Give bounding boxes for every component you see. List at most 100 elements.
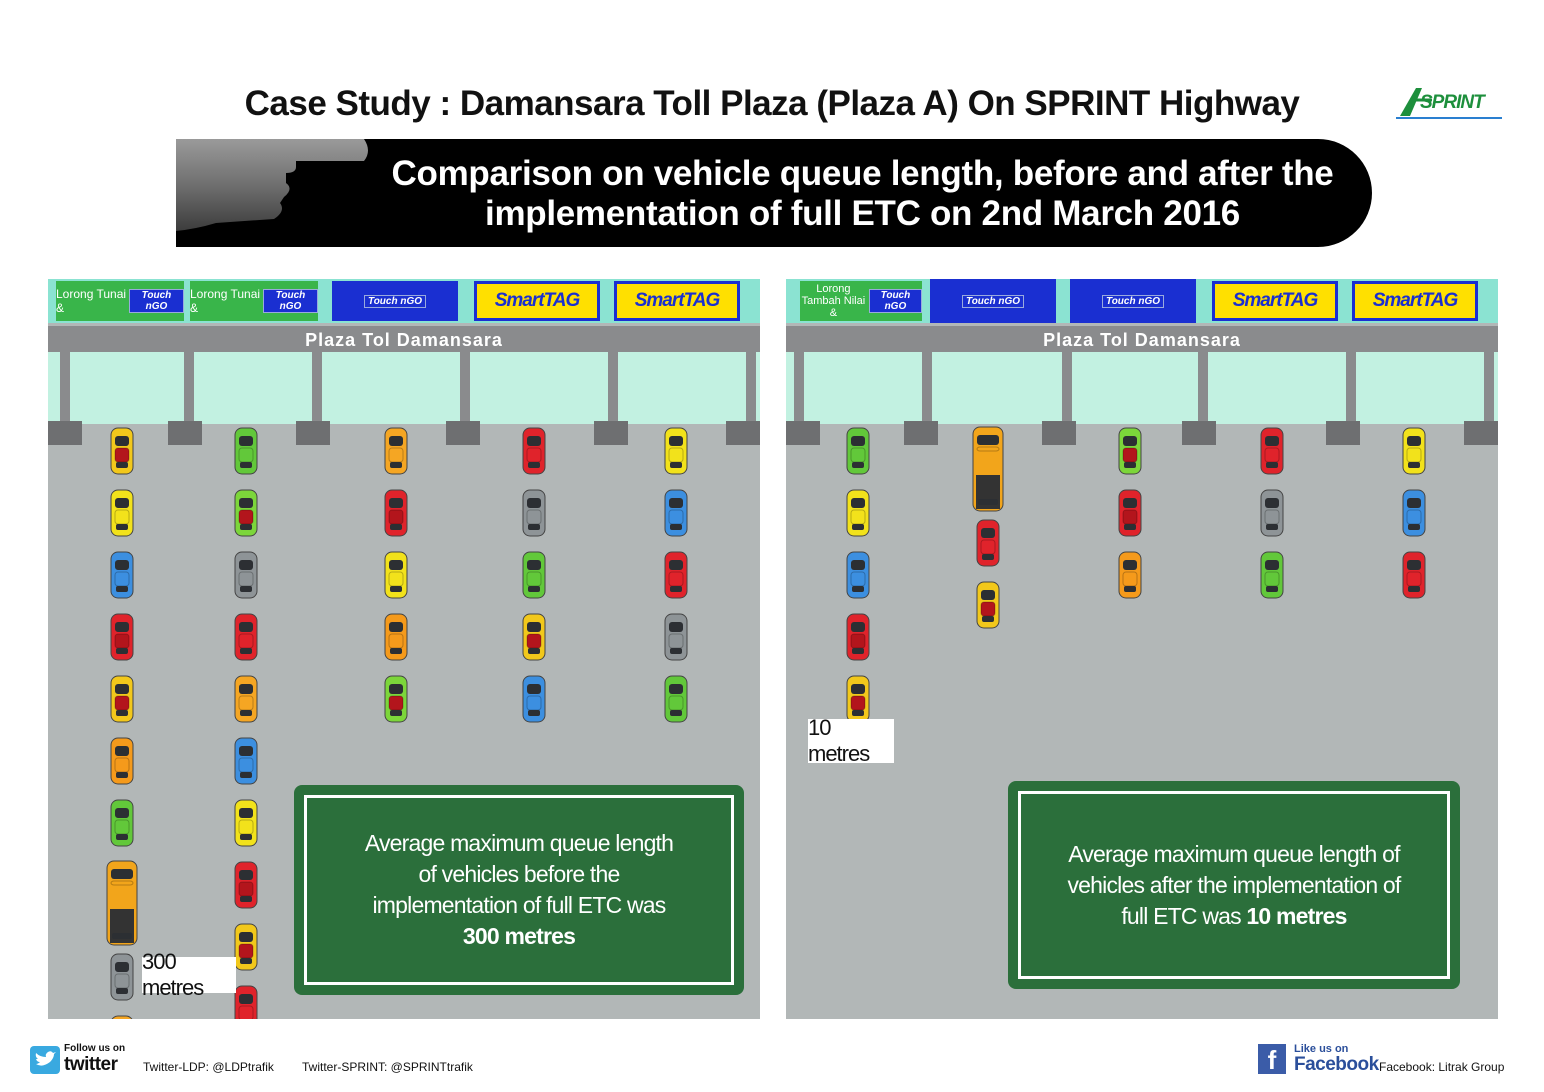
caption-line: implementation of full ETC was bbox=[372, 892, 666, 918]
smarttag-text: SmartTAG bbox=[634, 290, 721, 311]
vehicle-green-pickup bbox=[234, 489, 258, 537]
vehicle-gray bbox=[664, 613, 688, 661]
touch-n-go-badge: Touch nGO bbox=[363, 294, 427, 308]
touch-n-go-badge: Touch nGO bbox=[262, 289, 318, 313]
lane-sign-1: Lorong Tambah Nilai & Touch nGO bbox=[800, 281, 922, 321]
facebook-icon[interactable]: f bbox=[1258, 1044, 1286, 1075]
smarttag-text: SmartTAG bbox=[1232, 290, 1319, 311]
vehicle-red-pickup bbox=[846, 613, 870, 661]
pillar bbox=[922, 352, 932, 424]
queue-length-label: 10 metres bbox=[808, 715, 894, 766]
pillar bbox=[460, 352, 470, 424]
touch-n-go-badge: Touch nGO bbox=[128, 289, 184, 313]
vehicle-red bbox=[1260, 427, 1284, 475]
vehicle-green-pickup bbox=[384, 675, 408, 723]
caption-frame: Average maximum queue length of vehicles… bbox=[304, 795, 734, 985]
caption-value: 10 metres bbox=[1246, 902, 1347, 929]
vehicle-gray bbox=[1260, 489, 1284, 537]
vehicle-red-pickup bbox=[384, 489, 408, 537]
vehicle-yellow-cab bbox=[846, 675, 870, 723]
smarttag-text: SmartTAG bbox=[1372, 290, 1459, 311]
subtitle-line-2: implementation of full ETC on 2nd March … bbox=[485, 194, 1240, 233]
touch-n-go-badge: Touch nGO bbox=[868, 289, 922, 313]
booth-base bbox=[1464, 421, 1498, 445]
vehicle-red-pickup bbox=[110, 613, 134, 661]
pillar bbox=[1198, 352, 1208, 424]
caption-frame: Average maximum queue length of vehicles… bbox=[1018, 791, 1450, 979]
vehicle-orange bbox=[384, 613, 408, 661]
vehicle-green bbox=[110, 799, 134, 847]
vehicle-green bbox=[522, 551, 546, 599]
subtitle-line-1: Comparison on vehicle queue length, befo… bbox=[391, 154, 1334, 193]
plaza-name: Plaza Tol Damansara bbox=[48, 326, 760, 355]
vehicle-yellow bbox=[846, 489, 870, 537]
vehicle-orange bbox=[1118, 551, 1142, 599]
vehicle-yellow bbox=[384, 551, 408, 599]
vehicle-gray bbox=[234, 551, 258, 599]
vehicle-red-pickup bbox=[1118, 489, 1142, 537]
subtitle: Comparison on vehicle queue length, befo… bbox=[370, 154, 1355, 234]
lane-sign-2: Lorong Tunai & Touch nGO bbox=[190, 281, 318, 321]
vehicle-red bbox=[664, 551, 688, 599]
booth-base bbox=[1182, 421, 1216, 445]
vehicle-yellow-cab bbox=[976, 581, 1000, 629]
twitter-bird-icon[interactable] bbox=[30, 1046, 60, 1074]
vehicle-yellow-cab bbox=[110, 427, 134, 475]
caption-line: vehicles after the implementation of bbox=[1067, 871, 1401, 898]
booth-base bbox=[1042, 421, 1076, 445]
vehicle-green bbox=[1260, 551, 1284, 599]
vehicle-queue-after bbox=[846, 426, 1426, 723]
vehicle-green bbox=[846, 427, 870, 475]
vehicle-gray bbox=[522, 489, 546, 537]
vehicle-red bbox=[234, 613, 258, 661]
toll-booth-zone bbox=[48, 352, 760, 424]
caption-value: 300 metres bbox=[462, 923, 576, 949]
vehicle-blue bbox=[110, 551, 134, 599]
plaza-name: Plaza Tol Damansara bbox=[786, 326, 1498, 355]
vehicle-green bbox=[234, 427, 258, 475]
vehicle-red bbox=[1402, 551, 1426, 599]
booth-base bbox=[1326, 421, 1360, 445]
vehicle-truck bbox=[106, 860, 138, 946]
vehicle-orange-van bbox=[384, 427, 408, 475]
vehicle-yellow-cab bbox=[234, 923, 258, 971]
vehicle-blue bbox=[522, 675, 546, 723]
caption-line: Average maximum queue length bbox=[364, 830, 674, 856]
pillar bbox=[1346, 352, 1356, 424]
caption-box: Average maximum queue length of vehicles… bbox=[294, 785, 744, 995]
vehicle-yellow-cab bbox=[522, 613, 546, 661]
lane-sign-text: Lorong Tunai & bbox=[56, 287, 127, 315]
booth-base bbox=[904, 421, 938, 445]
page-title: Case Study : Damansara Toll Plaza (Plaza… bbox=[244, 84, 1300, 123]
booth-base bbox=[786, 421, 820, 445]
booth-base bbox=[446, 421, 480, 445]
vehicle-yellow-cab bbox=[110, 675, 134, 723]
lane-sign-2: Touch nGO bbox=[930, 279, 1056, 323]
vehicle-yellow bbox=[1402, 427, 1426, 475]
pillar bbox=[608, 352, 618, 424]
vehicle-orange bbox=[110, 737, 134, 785]
vehicle-blue bbox=[664, 489, 688, 537]
twitter-ldp-link[interactable]: Twitter-LDP: @LDPtrafik bbox=[143, 1060, 274, 1074]
follow-us-text: Follow us on bbox=[64, 1043, 126, 1054]
vehicle-yellow bbox=[110, 489, 134, 537]
vehicle-blue bbox=[846, 551, 870, 599]
vehicle-yellow bbox=[664, 427, 688, 475]
twitter-wordmark[interactable]: twitter bbox=[64, 1054, 118, 1075]
sprint-logo-text: SPRINT bbox=[1420, 92, 1485, 113]
like-us-text: Like us on bbox=[1294, 1043, 1349, 1055]
pillar bbox=[1484, 352, 1494, 424]
booth-base bbox=[726, 421, 760, 445]
lane-sign-text: Lorong Tunai & bbox=[190, 287, 261, 315]
lane-sign-5: SmartTAG bbox=[1352, 281, 1478, 321]
facebook-wordmark[interactable]: Facebook bbox=[1294, 1054, 1379, 1075]
vehicle-orange-van bbox=[234, 675, 258, 723]
pillar bbox=[60, 352, 70, 424]
booth-base bbox=[168, 421, 202, 445]
caption-line: Average maximum queue length of bbox=[1068, 840, 1400, 867]
pointing-hand-icon bbox=[176, 139, 368, 231]
pillar bbox=[794, 352, 804, 424]
lane-sign-3: Touch nGO bbox=[1070, 279, 1196, 323]
twitter-sprint-link[interactable]: Twitter-SPRINT: @SPRINTtrafik bbox=[302, 1060, 473, 1074]
facebook-page-link[interactable]: Facebook: Litrak Group bbox=[1379, 1060, 1505, 1074]
